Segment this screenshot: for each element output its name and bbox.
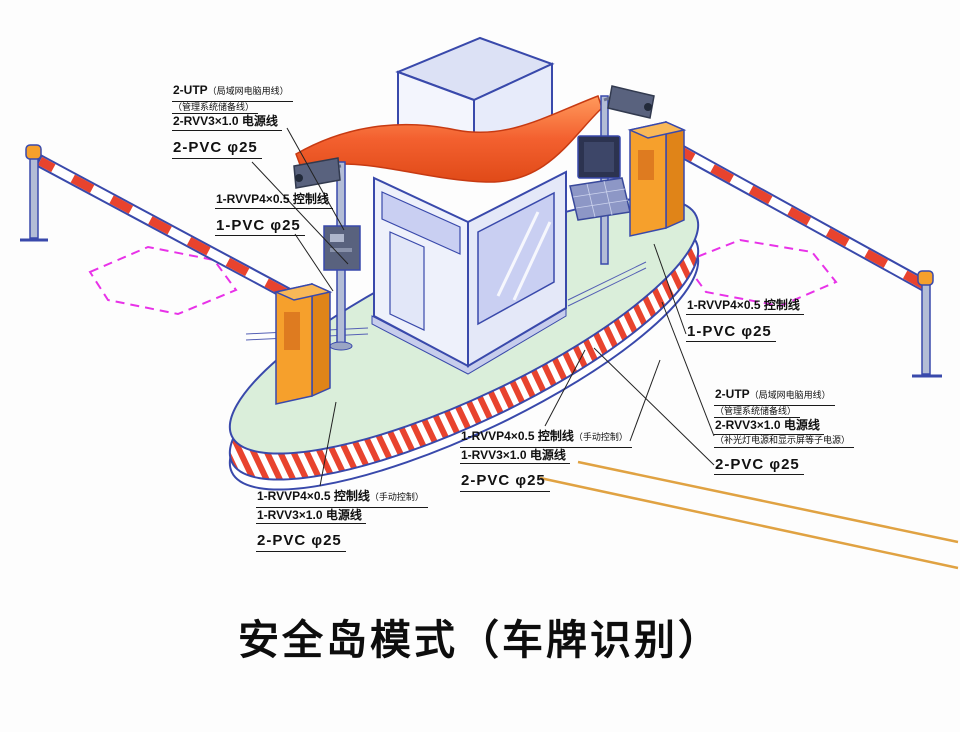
arm-rest-post [29,155,39,239]
barrier-cabinet-side [311,282,331,398]
led-display [569,177,631,221]
cable-label: 2-RVV3×1.0 电源线 [714,418,824,436]
cabinet-slot [284,312,300,350]
booth-door [389,231,425,331]
lpr-camera-icon [293,157,341,189]
diagram-title: 安全岛模式（车牌识别） [238,617,722,663]
leader-lines [251,127,715,487]
barrier-gate-right [627,120,942,378]
callout-top-left: 2-UTP（局域网电脑用线） （管理系统储备线） 2-RVV3×1.0 电源线 … [172,80,293,159]
cable-label: 1-RVV3×1.0 电源线 [460,448,570,465]
control-box-slot [330,248,352,252]
cable-spec-line: 2-UTP（局域网电脑用线） [714,384,835,406]
booth-left-window [381,191,461,255]
cable-note: （手动控制） [369,492,424,502]
cable-label: 2-PVC φ25 [714,455,804,476]
cable-label: 2-RVV3×1.0 电源线 [172,114,282,132]
lane-marking-lines [539,460,959,570]
cable-note: （管理系统储备线） [714,406,801,419]
control-box-screen [330,234,344,242]
callout-center-bottom: 1-RVVP4×0.5 控制线（手动控制） 1-RVV3×1.0 电源线 2-P… [460,426,632,492]
cable-label: 2-PVC φ25 [172,138,262,159]
cable-spec-line: 1-RVVP4×0.5 控制线（手动控制） [460,426,632,448]
cable-label: 1-RVVP4×0.5 控制线 [215,192,333,209]
arm-rest-post [921,281,931,375]
monitor-screen [584,142,614,172]
barrier-cabinet-top [627,121,687,139]
cable-label: 2-UTP [715,387,750,401]
barrier-arm-stripes [671,143,927,289]
barrier-cabinet-side [665,120,685,230]
cable-note: （管理系统储备线） [172,102,259,115]
lpr-camera-icon [607,85,655,119]
cabinet-slot [638,150,654,180]
cable-spec-line: 1-RVVP4×0.5 控制线（手动控制） [256,486,428,508]
cable-label: 1-RVVP4×0.5 控制线 [461,429,574,443]
ground-loop-right [682,238,838,308]
cable-note: （手动控制） [573,432,628,442]
cable-label: 2-PVC φ25 [256,531,346,552]
cable-note: （补光灯电源和显示屏等子电源） [714,435,855,448]
cable-label: 1-PVC φ25 [686,322,776,343]
barrier-arm-stripes [37,157,289,297]
cable-label: 1-RVV3×1.0 电源线 [256,508,366,525]
cable-label: 2-PVC φ25 [460,471,550,492]
callout-right-lower: 2-UTP（局域网电脑用线） （管理系统储备线） 2-RVV3×1.0 电源线 … [714,384,855,476]
camera-pole-front [293,157,361,351]
arm-rest-cap [25,144,42,160]
camera-lens-icon [295,174,303,182]
arm-rest-cap [917,270,934,286]
ground-loop-left [88,245,238,316]
camera-pole-right [569,85,655,265]
cable-label: 2-UTP [173,83,208,97]
cable-label: 1-RVVP4×0.5 控制线 [686,298,804,315]
pole-base [329,341,353,351]
barrier-gate-left [20,144,333,405]
callout-left-bottom: 1-RVVP4×0.5 控制线（手动控制） 1-RVV3×1.0 电源线 2-P… [256,486,428,552]
cable-spec-line: 2-UTP（局域网电脑用线） [172,80,293,102]
barrier-cabinet-top [273,283,333,301]
cable-note: （局域网电脑用线） [207,86,289,96]
cable-label: 1-PVC φ25 [215,216,305,237]
callout-left-mid: 1-RVVP4×0.5 控制线 1-PVC φ25 [215,192,333,237]
camera-lens-icon [644,103,652,111]
cable-note: （局域网电脑用线） [749,390,831,400]
cable-label: 1-RVVP4×0.5 控制线 [257,489,370,503]
window-reflection [512,221,552,301]
window-reflection [496,211,540,297]
callout-right-mid: 1-RVVP4×0.5 控制线 1-PVC φ25 [686,298,804,343]
